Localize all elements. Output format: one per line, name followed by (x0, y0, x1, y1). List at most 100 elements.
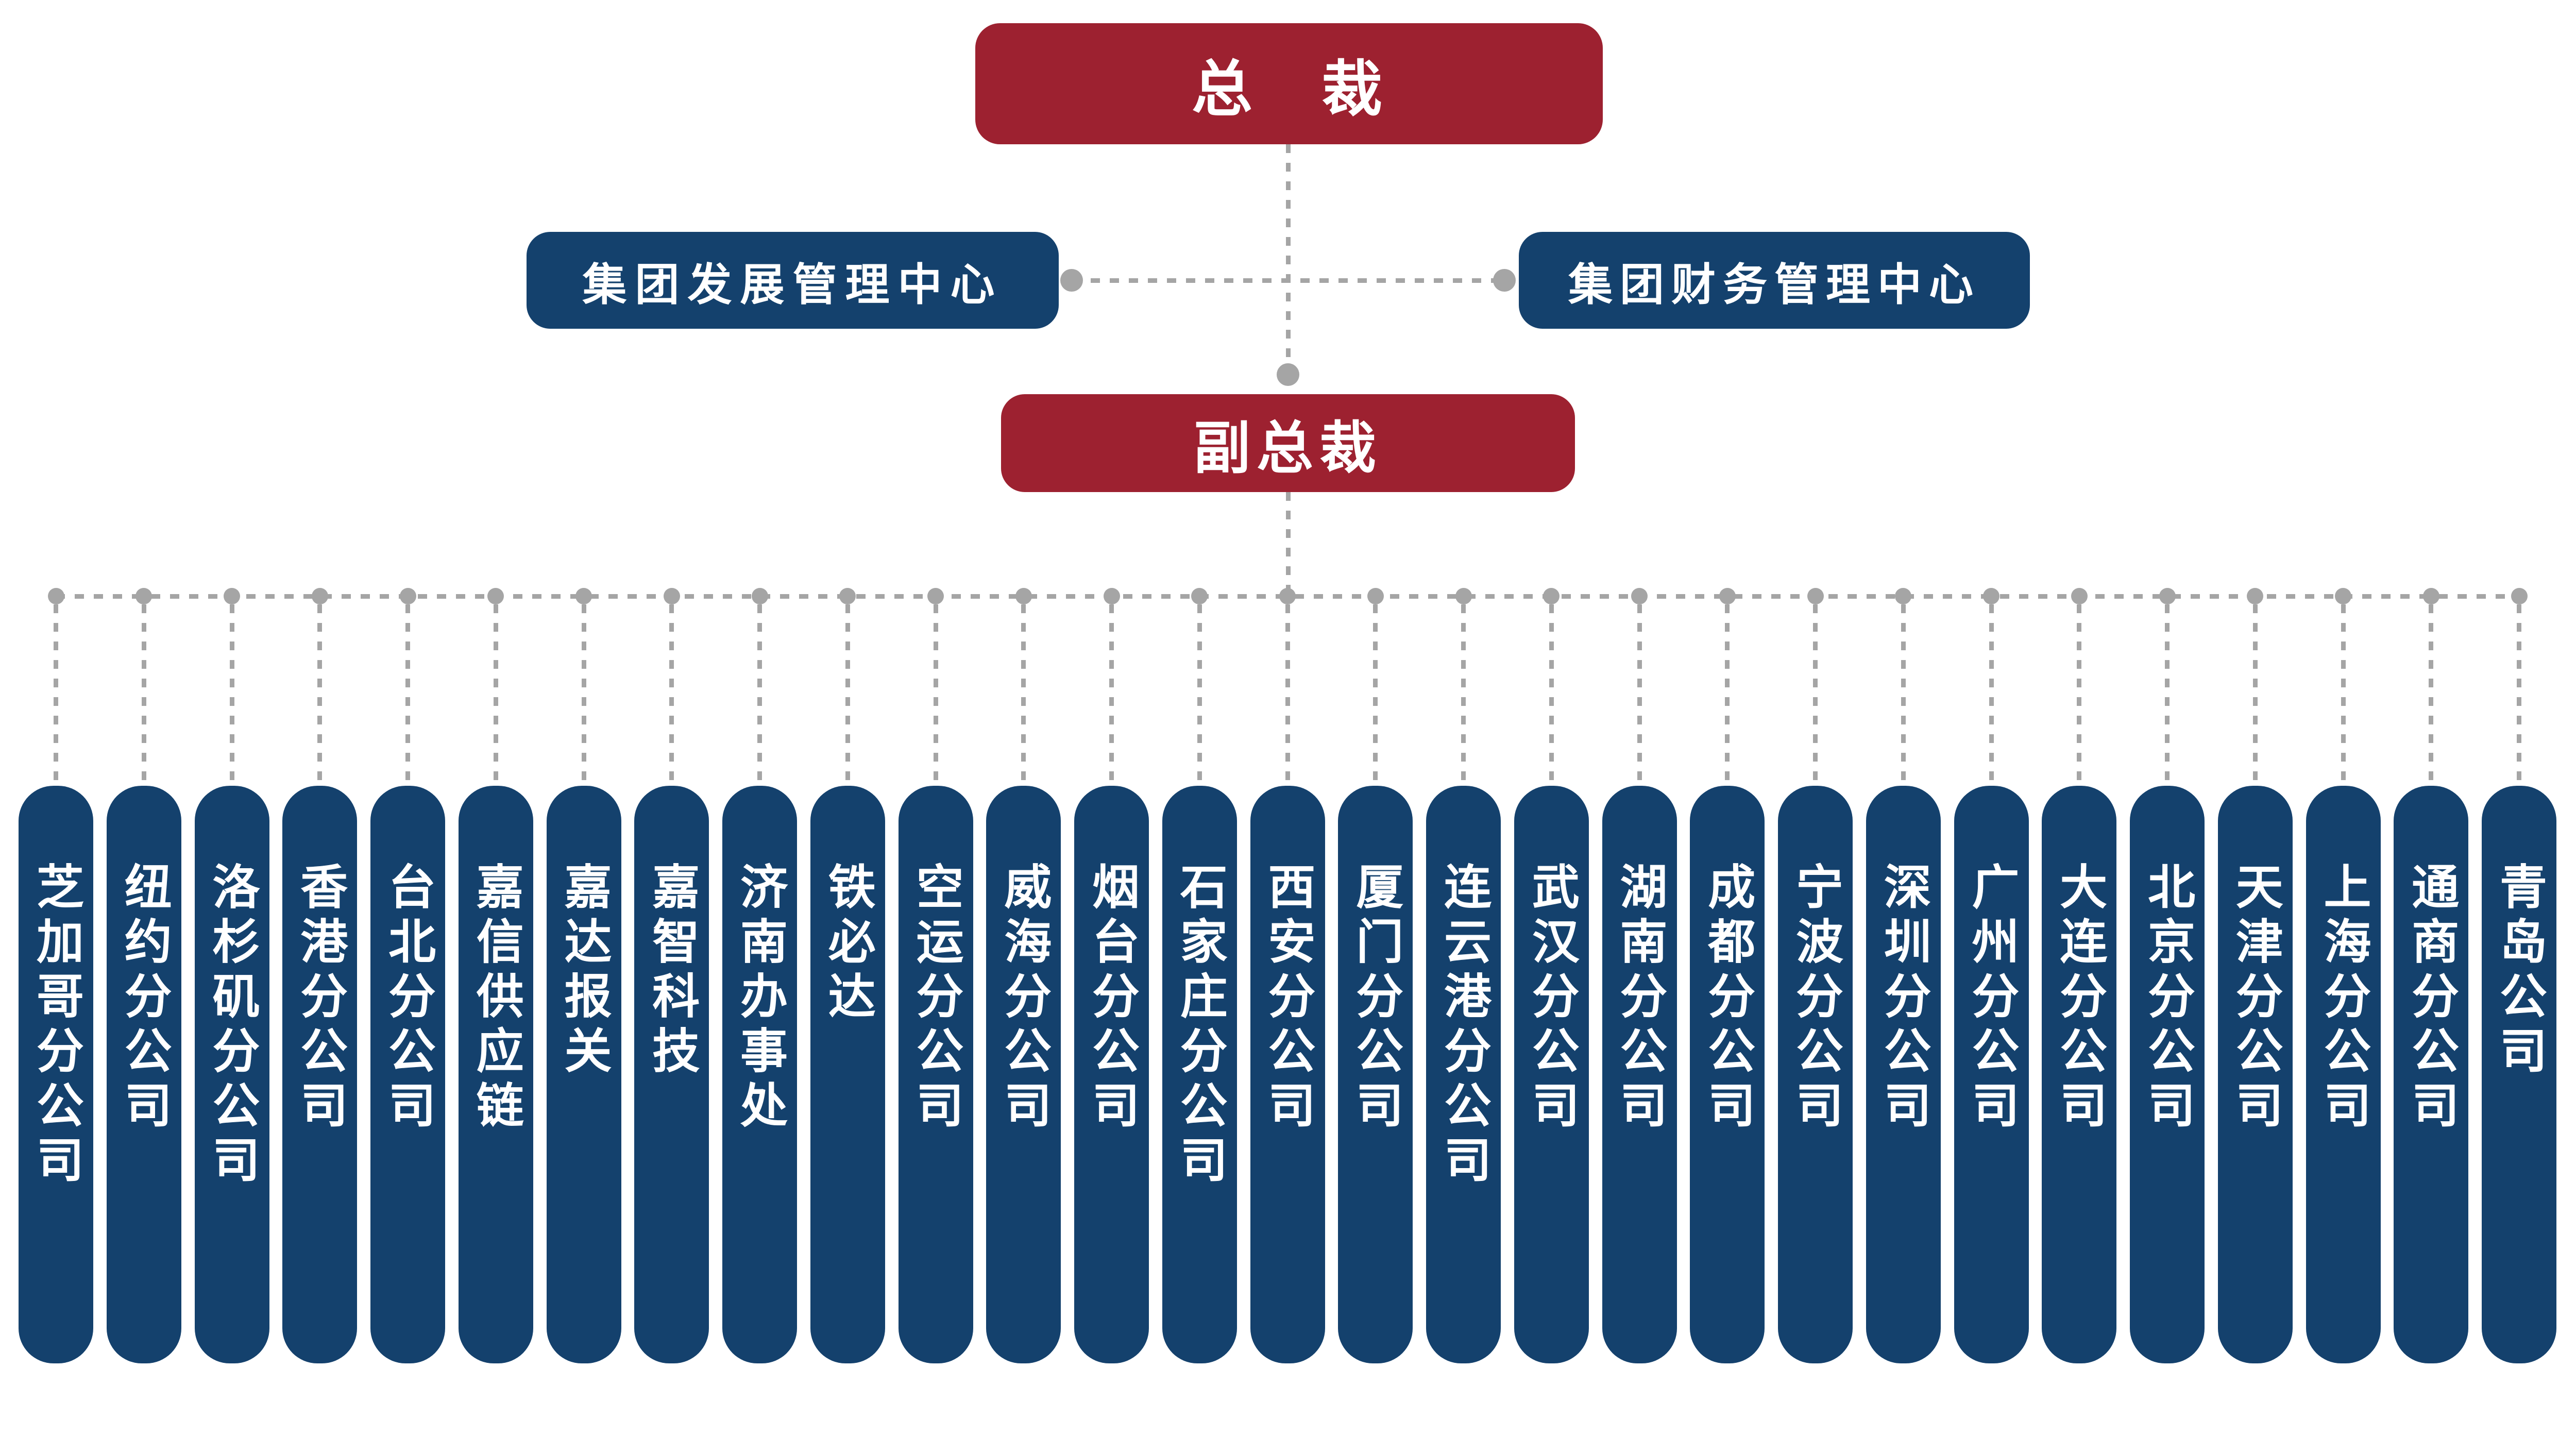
branch-pill: 济南办事处 (722, 786, 797, 1363)
branch-column: 天津分公司 (2217, 588, 2293, 1363)
branch-connector-line (317, 604, 323, 786)
branch-connector-line (2077, 604, 2082, 786)
branch-pill-label: 广州分公司 (1965, 862, 2018, 1135)
branch-connector-dot (2422, 588, 2439, 604)
center-box-development: 集团发展管理中心 (527, 232, 1059, 329)
branch-connector-dot (1983, 588, 1999, 604)
branch-connector-dot (1631, 588, 1648, 604)
branch-column: 纽约分公司 (106, 588, 181, 1363)
branch-column: 济南办事处 (722, 588, 797, 1363)
branch-pill-label: 西安分公司 (1261, 862, 1314, 1135)
branch-connector-line (933, 604, 938, 786)
branch-connector-line (2429, 604, 2434, 786)
branch-connector-line (1813, 604, 1818, 786)
branch-pill-label: 洛杉矶分公司 (206, 862, 258, 1190)
branch-pill: 嘉信供应链 (458, 786, 533, 1363)
branch-pill-label: 纽约分公司 (117, 862, 171, 1135)
branch-connector-line (1637, 604, 1642, 786)
branch-connector-dot (1367, 588, 1384, 604)
branch-column: 武汉分公司 (1514, 588, 1589, 1363)
branches-row: 芝加哥分公司纽约分公司洛杉矶分公司香港分公司台北分公司嘉信供应链嘉达报关嘉智科技… (19, 588, 2556, 1363)
branch-connector-dot (1807, 588, 1824, 604)
branch-pill: 空运分公司 (898, 786, 973, 1363)
branch-pill-label: 上海分公司 (2317, 862, 2369, 1135)
branch-pill: 纽约分公司 (106, 786, 181, 1363)
branch-column: 嘉智科技 (634, 588, 709, 1363)
branch-pill: 嘉智科技 (634, 786, 709, 1363)
branch-pill: 天津分公司 (2217, 786, 2293, 1363)
branch-connector-line (54, 604, 58, 786)
trunk-line-vp-to-bus (1286, 492, 1291, 594)
branch-pill: 威海分公司 (986, 786, 1061, 1363)
branch-connector-dot (1895, 588, 1912, 604)
branch-column: 青岛公司 (2482, 588, 2556, 1363)
branch-connector-dot (575, 588, 592, 604)
branch-connector-dot (2071, 588, 2088, 604)
branch-connector-dot (1543, 588, 1560, 604)
branch-connector-dot (487, 588, 504, 604)
branch-connector-dot (2511, 588, 2528, 604)
branch-pill: 烟台分公司 (1074, 786, 1149, 1363)
branch-column: 烟台分公司 (1074, 588, 1149, 1363)
branch-connector-line (1461, 604, 1466, 786)
branch-column: 芝加哥分公司 (19, 588, 93, 1363)
branch-column: 空运分公司 (898, 588, 973, 1363)
branch-pill: 芝加哥分公司 (19, 786, 93, 1363)
centers-connector-dot-left (1060, 269, 1083, 292)
branch-connector-dot (839, 588, 856, 604)
branch-column: 香港分公司 (282, 588, 358, 1363)
branch-pill-label: 湖南分公司 (1613, 862, 1666, 1135)
branch-pill: 洛杉矶分公司 (194, 786, 269, 1363)
president-label: 总 裁 (1191, 56, 1386, 124)
branch-connector-line (845, 604, 850, 786)
branch-pill: 成都分公司 (1690, 786, 1765, 1363)
branch-pill: 青岛公司 (2482, 786, 2556, 1363)
branch-pill-label: 青岛公司 (2493, 862, 2546, 1081)
branch-column: 嘉信供应链 (458, 588, 533, 1363)
branch-pill: 武汉分公司 (1514, 786, 1589, 1363)
branch-connector-line (1725, 604, 1730, 786)
branch-pill: 广州分公司 (1954, 786, 2029, 1363)
branch-column: 威海分公司 (986, 588, 1061, 1363)
center-development-label: 集团发展管理中心 (582, 260, 1003, 310)
president-box: 总 裁 (975, 23, 1603, 144)
branch-pill-label: 成都分公司 (1701, 862, 1754, 1135)
trunk-junction-dot (1277, 363, 1299, 386)
branch-connector-dot (751, 588, 768, 604)
branch-connector-line (669, 604, 674, 786)
branch-connector-line (2252, 604, 2258, 786)
branch-connector-dot (1103, 588, 1120, 604)
vice-president-box: 副总裁 (1001, 394, 1575, 492)
branch-pill-label: 厦门分公司 (1349, 862, 1402, 1135)
branch-pill: 铁必达 (810, 786, 885, 1363)
branch-column: 嘉达报关 (546, 588, 621, 1363)
branch-pill: 嘉达报关 (546, 786, 621, 1363)
branch-connector-dot (663, 588, 680, 604)
branch-connector-line (1373, 604, 1378, 786)
branch-column: 西安分公司 (1250, 588, 1325, 1363)
branch-pill-label: 空运分公司 (909, 862, 962, 1135)
branch-connector-dot (135, 588, 152, 604)
branch-column: 洛杉矶分公司 (194, 588, 269, 1363)
branch-pill-label: 嘉达报关 (557, 862, 610, 1081)
branch-pill-label: 天津分公司 (2229, 862, 2282, 1135)
branch-connector-dot (47, 588, 64, 604)
branch-pill-label: 嘉智科技 (645, 862, 698, 1081)
branch-connector-dot (2159, 588, 2176, 604)
branch-pill: 北京分公司 (2130, 786, 2205, 1363)
branch-connector-dot (224, 588, 240, 604)
branch-column: 厦门分公司 (1338, 588, 1413, 1363)
branch-connector-dot (1455, 588, 1472, 604)
branch-connector-dot (1191, 588, 1208, 604)
branch-column: 成都分公司 (1690, 588, 1765, 1363)
vice-president-label: 副总裁 (1194, 417, 1382, 480)
branch-pill: 大连分公司 (2042, 786, 2117, 1363)
branch-pill: 厦门分公司 (1338, 786, 1413, 1363)
branch-connector-dot (2335, 588, 2351, 604)
branch-connector-line (757, 604, 762, 786)
branch-connector-dot (2247, 588, 2264, 604)
branch-column: 通商分公司 (2394, 588, 2469, 1363)
branch-column: 石家庄分公司 (1162, 588, 1237, 1363)
branch-pill-label: 威海分公司 (997, 862, 1050, 1135)
branch-pill-label: 芝加哥分公司 (29, 862, 82, 1190)
